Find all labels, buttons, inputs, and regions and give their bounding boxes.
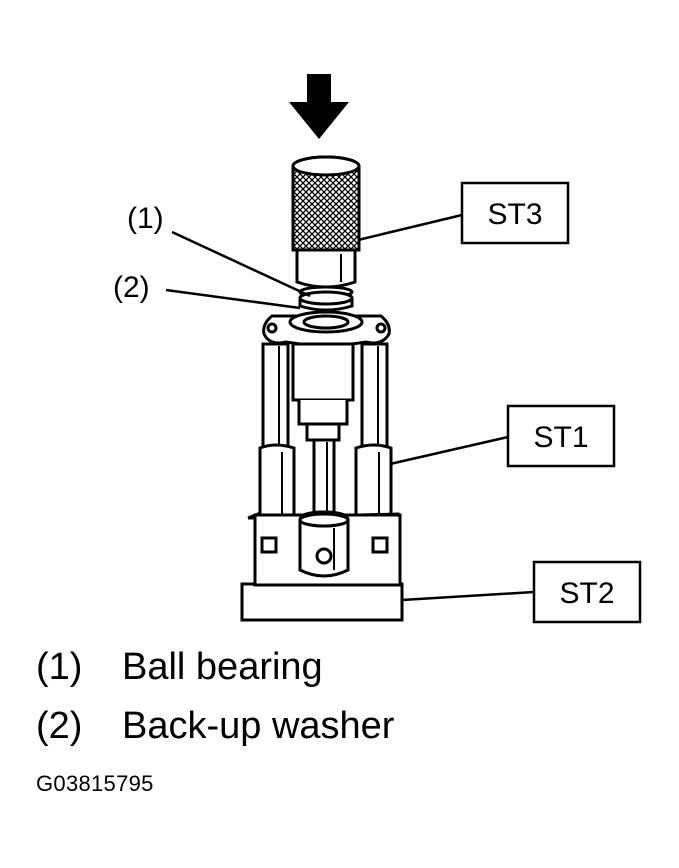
st1-label: ST1 bbox=[533, 421, 588, 454]
legend-item-ball-bearing: (1) Ball bearing bbox=[36, 648, 323, 686]
st3-label-box: ST3 bbox=[460, 181, 570, 245]
legend-text: Back-up washer bbox=[122, 705, 395, 747]
press-direction-arrow-icon bbox=[289, 74, 349, 139]
ball-bearing bbox=[298, 290, 354, 312]
figure-id: G03815795 bbox=[36, 771, 154, 796]
legend-item-backup-washer: (2) Back-up washer bbox=[36, 707, 394, 745]
callout-1-label: (1) bbox=[127, 202, 164, 235]
legend-number: (1) bbox=[36, 646, 83, 688]
st1-label-box: ST1 bbox=[506, 404, 616, 468]
callout-2-label: (2) bbox=[113, 271, 150, 304]
legend-text: Ball bearing bbox=[122, 646, 323, 688]
press-diagram: (1) (2) ST3 ST1 ST2 bbox=[113, 74, 642, 624]
st3-installer-tool bbox=[291, 155, 361, 289]
st1-press-frame bbox=[258, 310, 393, 536]
leader-lines bbox=[165, 213, 535, 602]
st3-label: ST3 bbox=[487, 198, 542, 231]
st2-label: ST2 bbox=[559, 577, 614, 610]
st2-base bbox=[240, 510, 404, 622]
st2-label-box: ST2 bbox=[532, 560, 642, 624]
legend-number: (2) bbox=[36, 705, 83, 747]
